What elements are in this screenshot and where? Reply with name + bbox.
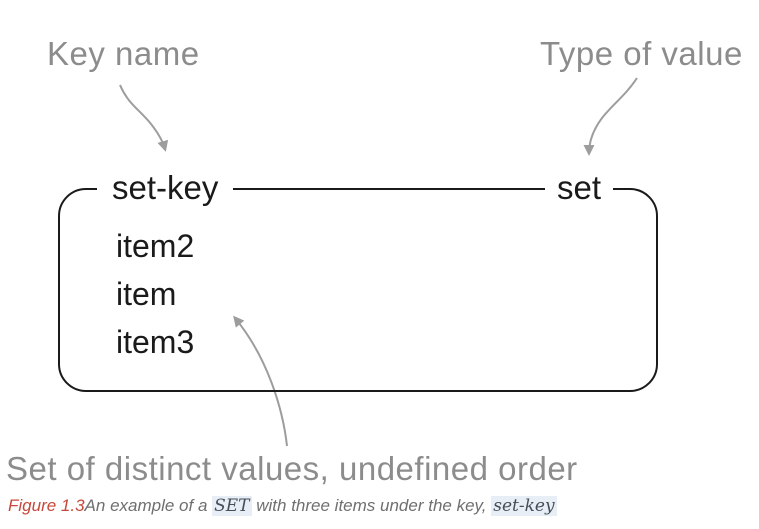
type-of-value-label: Type of value	[540, 35, 743, 72]
set-item: item	[116, 276, 177, 312]
set-description-label: Set of distinct values, undefined order	[6, 450, 578, 487]
inline-code-set: SET	[212, 496, 252, 516]
set-item: item3	[116, 324, 195, 360]
inline-code-set-key: set-key	[491, 496, 557, 516]
caption-text-before: An example of a	[84, 496, 213, 515]
description-arrow-icon	[233, 315, 288, 447]
figure-caption: Figure 1.3An example of a SET with three…	[8, 494, 557, 518]
set-item: item2	[116, 228, 195, 264]
set-items-list: item2 item item3	[116, 222, 194, 366]
set-key-label: set-key	[97, 166, 234, 210]
figure-number: Figure 1.3	[8, 496, 85, 515]
set-box	[58, 188, 658, 392]
set-type-label: set	[545, 166, 614, 210]
key-name-arrow-icon	[119, 84, 169, 152]
caption-text-middle: with three items under the key,	[251, 496, 492, 515]
type-of-value-arrow-icon	[583, 77, 638, 156]
key-name-label: Key name	[47, 35, 200, 72]
